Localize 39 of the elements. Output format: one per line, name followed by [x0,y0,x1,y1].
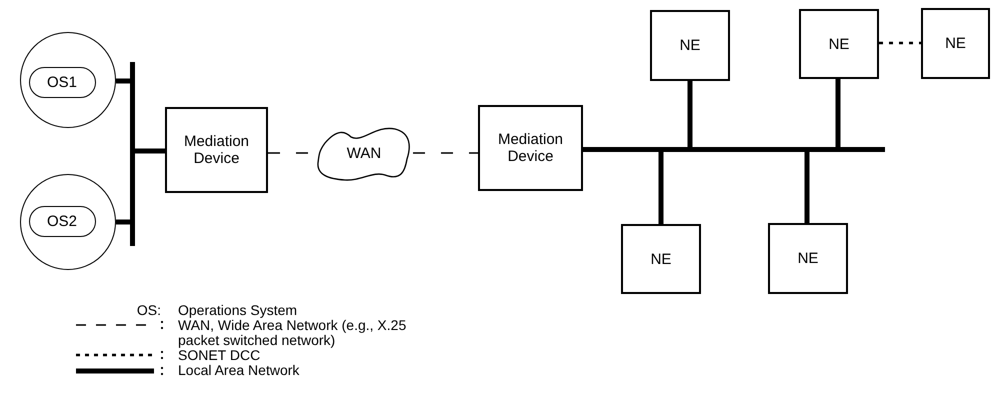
node-label: OS2 [46,212,77,230]
device-box [799,9,879,79]
device-box [621,224,701,294]
lan-line [135,148,165,154]
node-label: Mediation Device [182,133,250,167]
lan-line [688,81,692,147]
node-label: WAN [346,145,382,162]
node-label: NE [798,250,818,267]
legend-text: Local Area Network [178,363,300,378]
system-label [28,206,96,236]
device-box [650,10,730,81]
node-label: NE [650,250,672,268]
node-label: NE [828,36,850,52]
network-cloud [315,125,413,182]
node-label: NE [680,37,700,54]
system-circle [20,174,116,270]
legend-term: OS: [136,303,161,318]
node-label: Mediation Device [496,131,564,165]
device-box [921,8,990,79]
legend-text: WAN, Wide Area Network (e.g., X.25 packet switched network) [178,318,408,348]
dotted-link [879,42,921,44]
lan-line [116,78,130,84]
bus-bar [596,147,885,152]
system-label [28,66,96,98]
bus-bar [130,62,135,246]
lan-line [836,79,840,147]
device-box [478,105,583,191]
lan-line [658,152,664,224]
dashed-link [413,152,478,154]
legend-text: SONET DCC [178,348,262,363]
node-label: OS1 [46,74,77,90]
lan-line [583,147,596,152]
device-box [768,223,848,294]
lan-line [804,152,810,223]
lan-line [116,220,130,224]
system-circle [20,32,116,128]
node-label: NE [945,35,966,52]
device-box [165,107,268,193]
legend-term: Operations System [178,303,298,318]
